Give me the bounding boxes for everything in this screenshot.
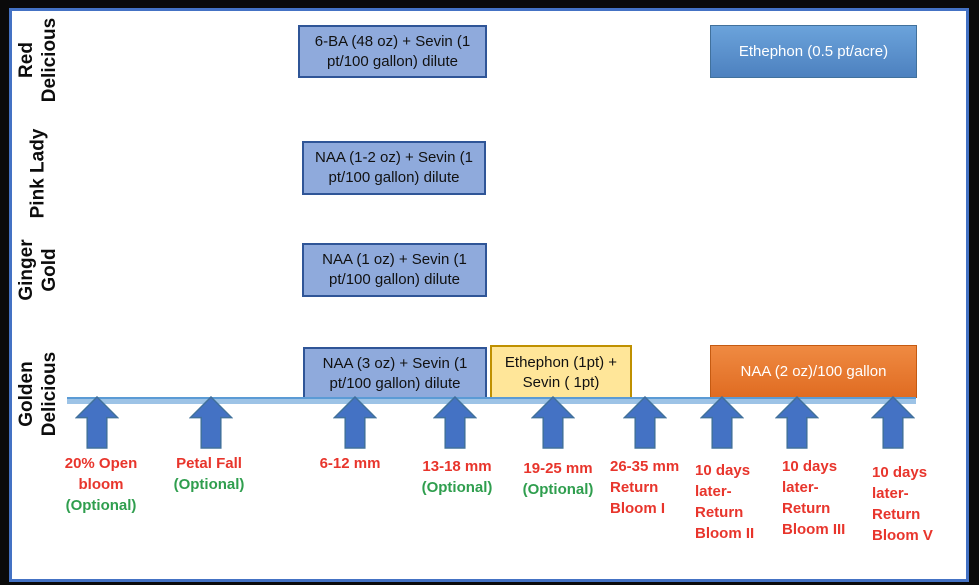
treatment-box-naa-orange-golden: NAA (2 oz)/100 gallon <box>710 345 917 398</box>
stage-line: (Optional) <box>421 479 493 496</box>
stage-label-13-18-mm: 13-18 mm (Optional) <box>407 456 507 498</box>
variety-line: Delicious <box>39 351 60 437</box>
up-arrow-icon <box>333 396 377 449</box>
stage-label-26-35-mm-return-bloom-1: 26-35 mm Return Bloom I <box>610 456 710 519</box>
stage-line: 26-35 mm <box>610 458 680 475</box>
stage-label-return-bloom-2: 10 days later- Return Bloom II <box>695 460 795 544</box>
stage-line: 13-18 mm <box>422 458 492 475</box>
stage-line: 10 days <box>695 462 751 479</box>
stage-line: 20% Open <box>64 455 138 472</box>
up-arrow-icon <box>189 396 233 449</box>
stage-label-petal-fall: Petal Fall (Optional) <box>159 453 259 495</box>
stage-line: later- <box>782 479 819 496</box>
stage-line: Bloom I <box>610 500 665 517</box>
timeline-bar <box>67 397 916 404</box>
up-arrow-icon <box>433 396 477 449</box>
stage-line: Return <box>782 500 831 517</box>
stage-line: (Optional) <box>522 481 594 498</box>
treatment-box-ethephon-red-delicious: Ethephon (0.5 pt/acre) <box>710 25 917 78</box>
treatment-box-naa-ginger-gold: NAA (1 oz) + Sevin (1 pt/100 gallon) dil… <box>302 243 487 297</box>
stage-label-return-bloom-3: 10 days later- Return Bloom III <box>782 456 882 540</box>
stage-line: bloom <box>78 476 124 493</box>
stage-line: Petal Fall <box>176 455 242 472</box>
stage-line: Return <box>872 506 921 523</box>
stage-line: later- <box>872 485 909 502</box>
stage-line: Bloom II <box>695 525 755 542</box>
variety-label-golden-delicious: Golden Delicious <box>15 319 61 469</box>
treatment-box-6ba-sevin: 6-BA (48 oz) + Sevin (1 pt/100 gallon) d… <box>298 25 487 78</box>
stage-line: Bloom V <box>872 527 933 544</box>
stage-line: 19-25 mm <box>523 460 593 477</box>
up-arrow-icon <box>700 396 744 449</box>
treatment-box-ethephon-sevin-golden: Ethephon (1pt) + Sevin ( 1pt) <box>490 345 632 400</box>
stage-line: (Optional) <box>65 497 137 514</box>
stage-line: (Optional) <box>173 476 245 493</box>
variety-line: Golden <box>16 361 37 427</box>
stage-label-19-25-mm: 19-25 mm (Optional) <box>508 458 608 500</box>
up-arrow-icon <box>871 396 915 449</box>
stage-line: 10 days <box>872 464 928 481</box>
stage-line: later- <box>695 483 732 500</box>
stage-label-6-12-mm: 6-12 mm <box>300 453 400 474</box>
up-arrow-icon <box>75 396 119 449</box>
stage-line: Return <box>610 479 659 496</box>
stage-label-20-open-bloom: 20% Open bloom (Optional) <box>51 453 151 516</box>
stage-line: 6-12 mm <box>319 455 381 472</box>
stage-line: 10 days <box>782 458 838 475</box>
up-arrow-icon <box>775 396 819 449</box>
stage-line: Bloom III <box>782 521 846 538</box>
treatment-box-naa-pink-lady: NAA (1-2 oz) + Sevin (1 pt/100 gallon) d… <box>302 141 486 195</box>
up-arrow-icon <box>531 396 575 449</box>
treatment-box-naa-golden-delicious: NAA (3 oz) + Sevin (1 pt/100 gallon) dil… <box>303 347 487 400</box>
up-arrow-icon <box>623 396 667 449</box>
stage-label-return-bloom-5: 10 days later- Return Bloom V <box>872 462 972 546</box>
stage-line: Return <box>695 504 744 521</box>
